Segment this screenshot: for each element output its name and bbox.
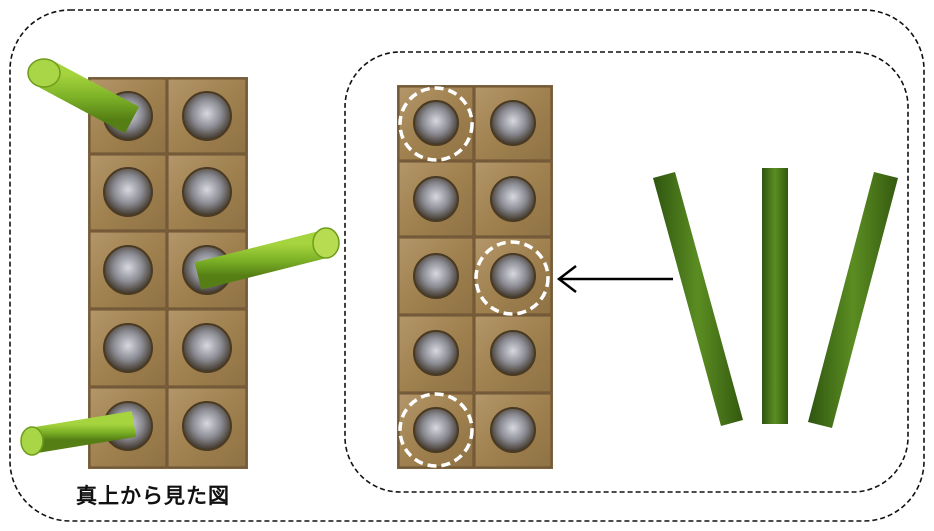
left-cube (167, 309, 247, 387)
inner-dashed-border (344, 51, 909, 493)
right-cube (474, 161, 552, 237)
right-cube (474, 315, 552, 393)
left-cube (89, 154, 167, 231)
right-cube (474, 86, 552, 161)
right-cube (398, 315, 474, 393)
caption-top-view: 真上から見た図 (76, 484, 230, 508)
arrow-left-icon (556, 265, 673, 293)
left-cube (167, 387, 247, 468)
dark-green-rod (808, 172, 898, 428)
right-cube (398, 161, 474, 237)
dashed-circle-icon (474, 240, 550, 316)
light-green-rod (20, 411, 137, 456)
left-cube (89, 309, 167, 387)
dark-green-rod (762, 168, 788, 424)
left-cube (89, 231, 167, 309)
dashed-circle-icon (398, 86, 474, 162)
dashed-circle-icon (398, 392, 474, 468)
left-cube (167, 78, 247, 154)
light-green-rod (194, 227, 340, 290)
right-cube (398, 237, 474, 315)
right-cube (474, 393, 552, 468)
left-block-grid (88, 77, 248, 469)
dark-green-rod (653, 172, 743, 426)
outer-dashed-border (9, 9, 925, 522)
light-green-rod (27, 58, 140, 134)
left-cube (167, 154, 247, 231)
